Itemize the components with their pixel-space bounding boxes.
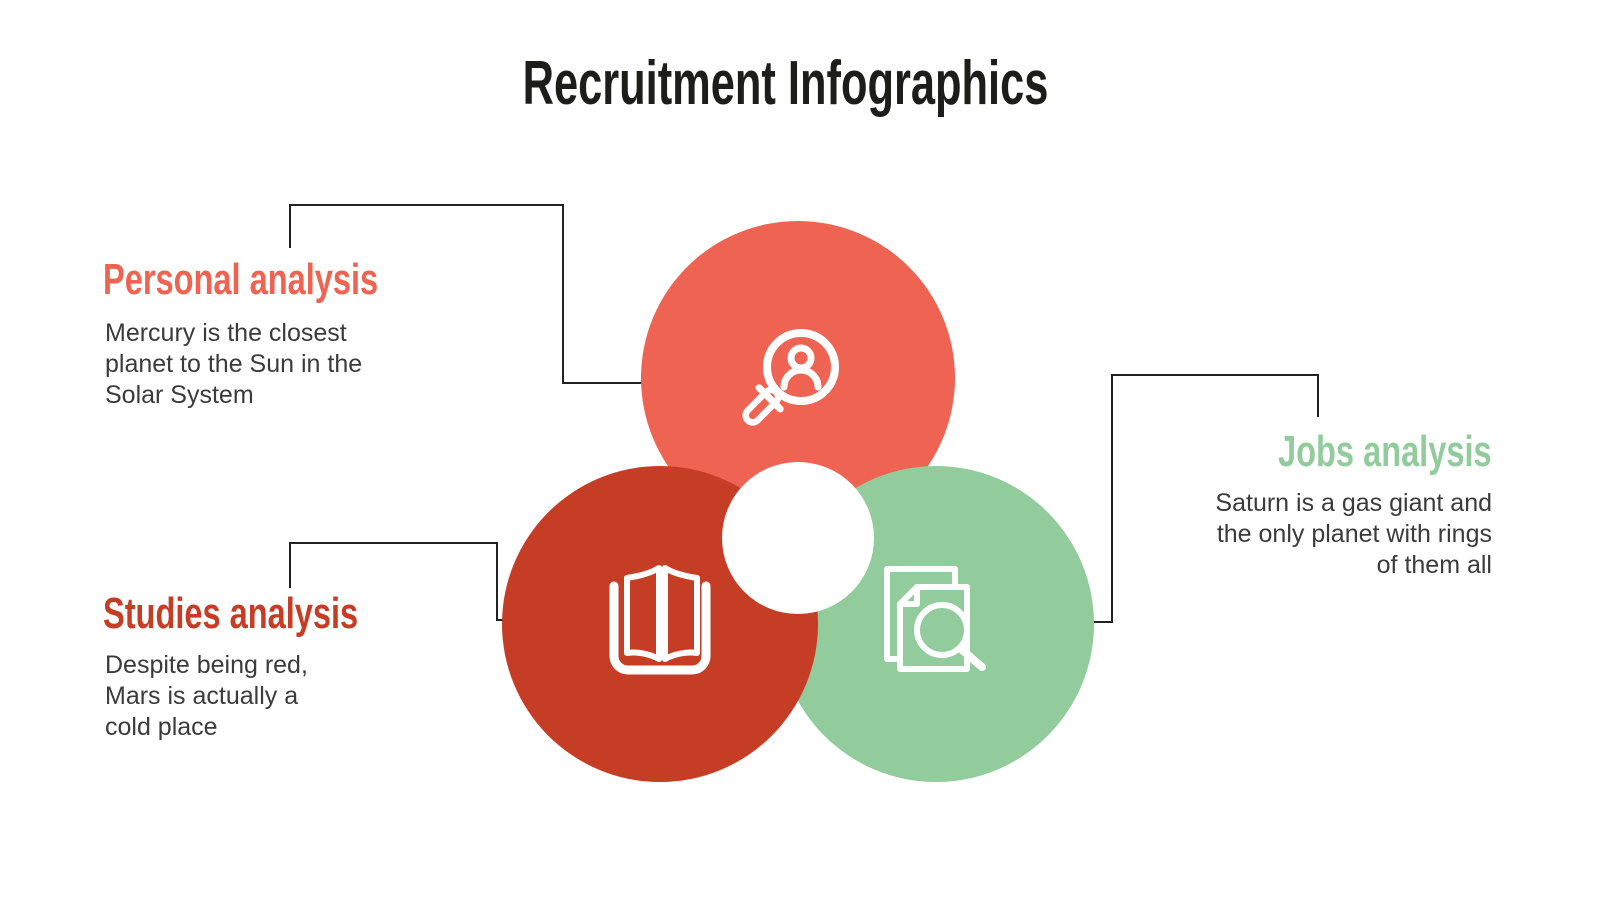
connector-lines: [289, 204, 1319, 623]
center-white-circle: [722, 462, 874, 614]
person-search-icon: [742, 329, 839, 426]
page-title: Recruitment Infographics: [0, 49, 1570, 118]
jobs-analysis-body: Saturn is a gas giant and the only plane…: [1215, 489, 1492, 579]
book-cover: [609, 581, 711, 675]
studies-analysis-heading-text: Studies analysis: [103, 589, 359, 638]
document-search-icon: [884, 566, 986, 672]
person-shoulders: [780, 366, 822, 391]
connector-studies: [289, 542, 508, 621]
personal-analysis-heading-text: Personal analysis: [103, 255, 379, 304]
jobs-analysis-heading: Jobs analysis: [1203, 430, 1492, 474]
book-right-page: [662, 565, 700, 662]
studies-analysis-heading: Studies analysis: [103, 592, 448, 636]
open-book-icon: [609, 565, 711, 675]
connector-personal: [289, 204, 644, 384]
magnifier-handle: [742, 386, 782, 426]
doc-magnifier-lens: [914, 602, 970, 658]
personal-analysis-heading: Personal analysis: [103, 258, 475, 302]
studies-analysis-body: Despite being red, Mars is actually a co…: [105, 651, 308, 741]
folded-corner: [897, 584, 920, 607]
page-title-text: Recruitment Infographics: [522, 49, 1048, 118]
jobs-analysis-heading-text: Jobs analysis: [1278, 427, 1492, 476]
magnifier-handle-crossbar: [755, 384, 784, 413]
book-left-page: [624, 565, 662, 662]
connector-jobs: [1092, 374, 1319, 623]
doc-magnifier-handle: [957, 645, 986, 671]
personal-analysis-body: Mercury is the closest planet to the Sun…: [105, 319, 363, 409]
